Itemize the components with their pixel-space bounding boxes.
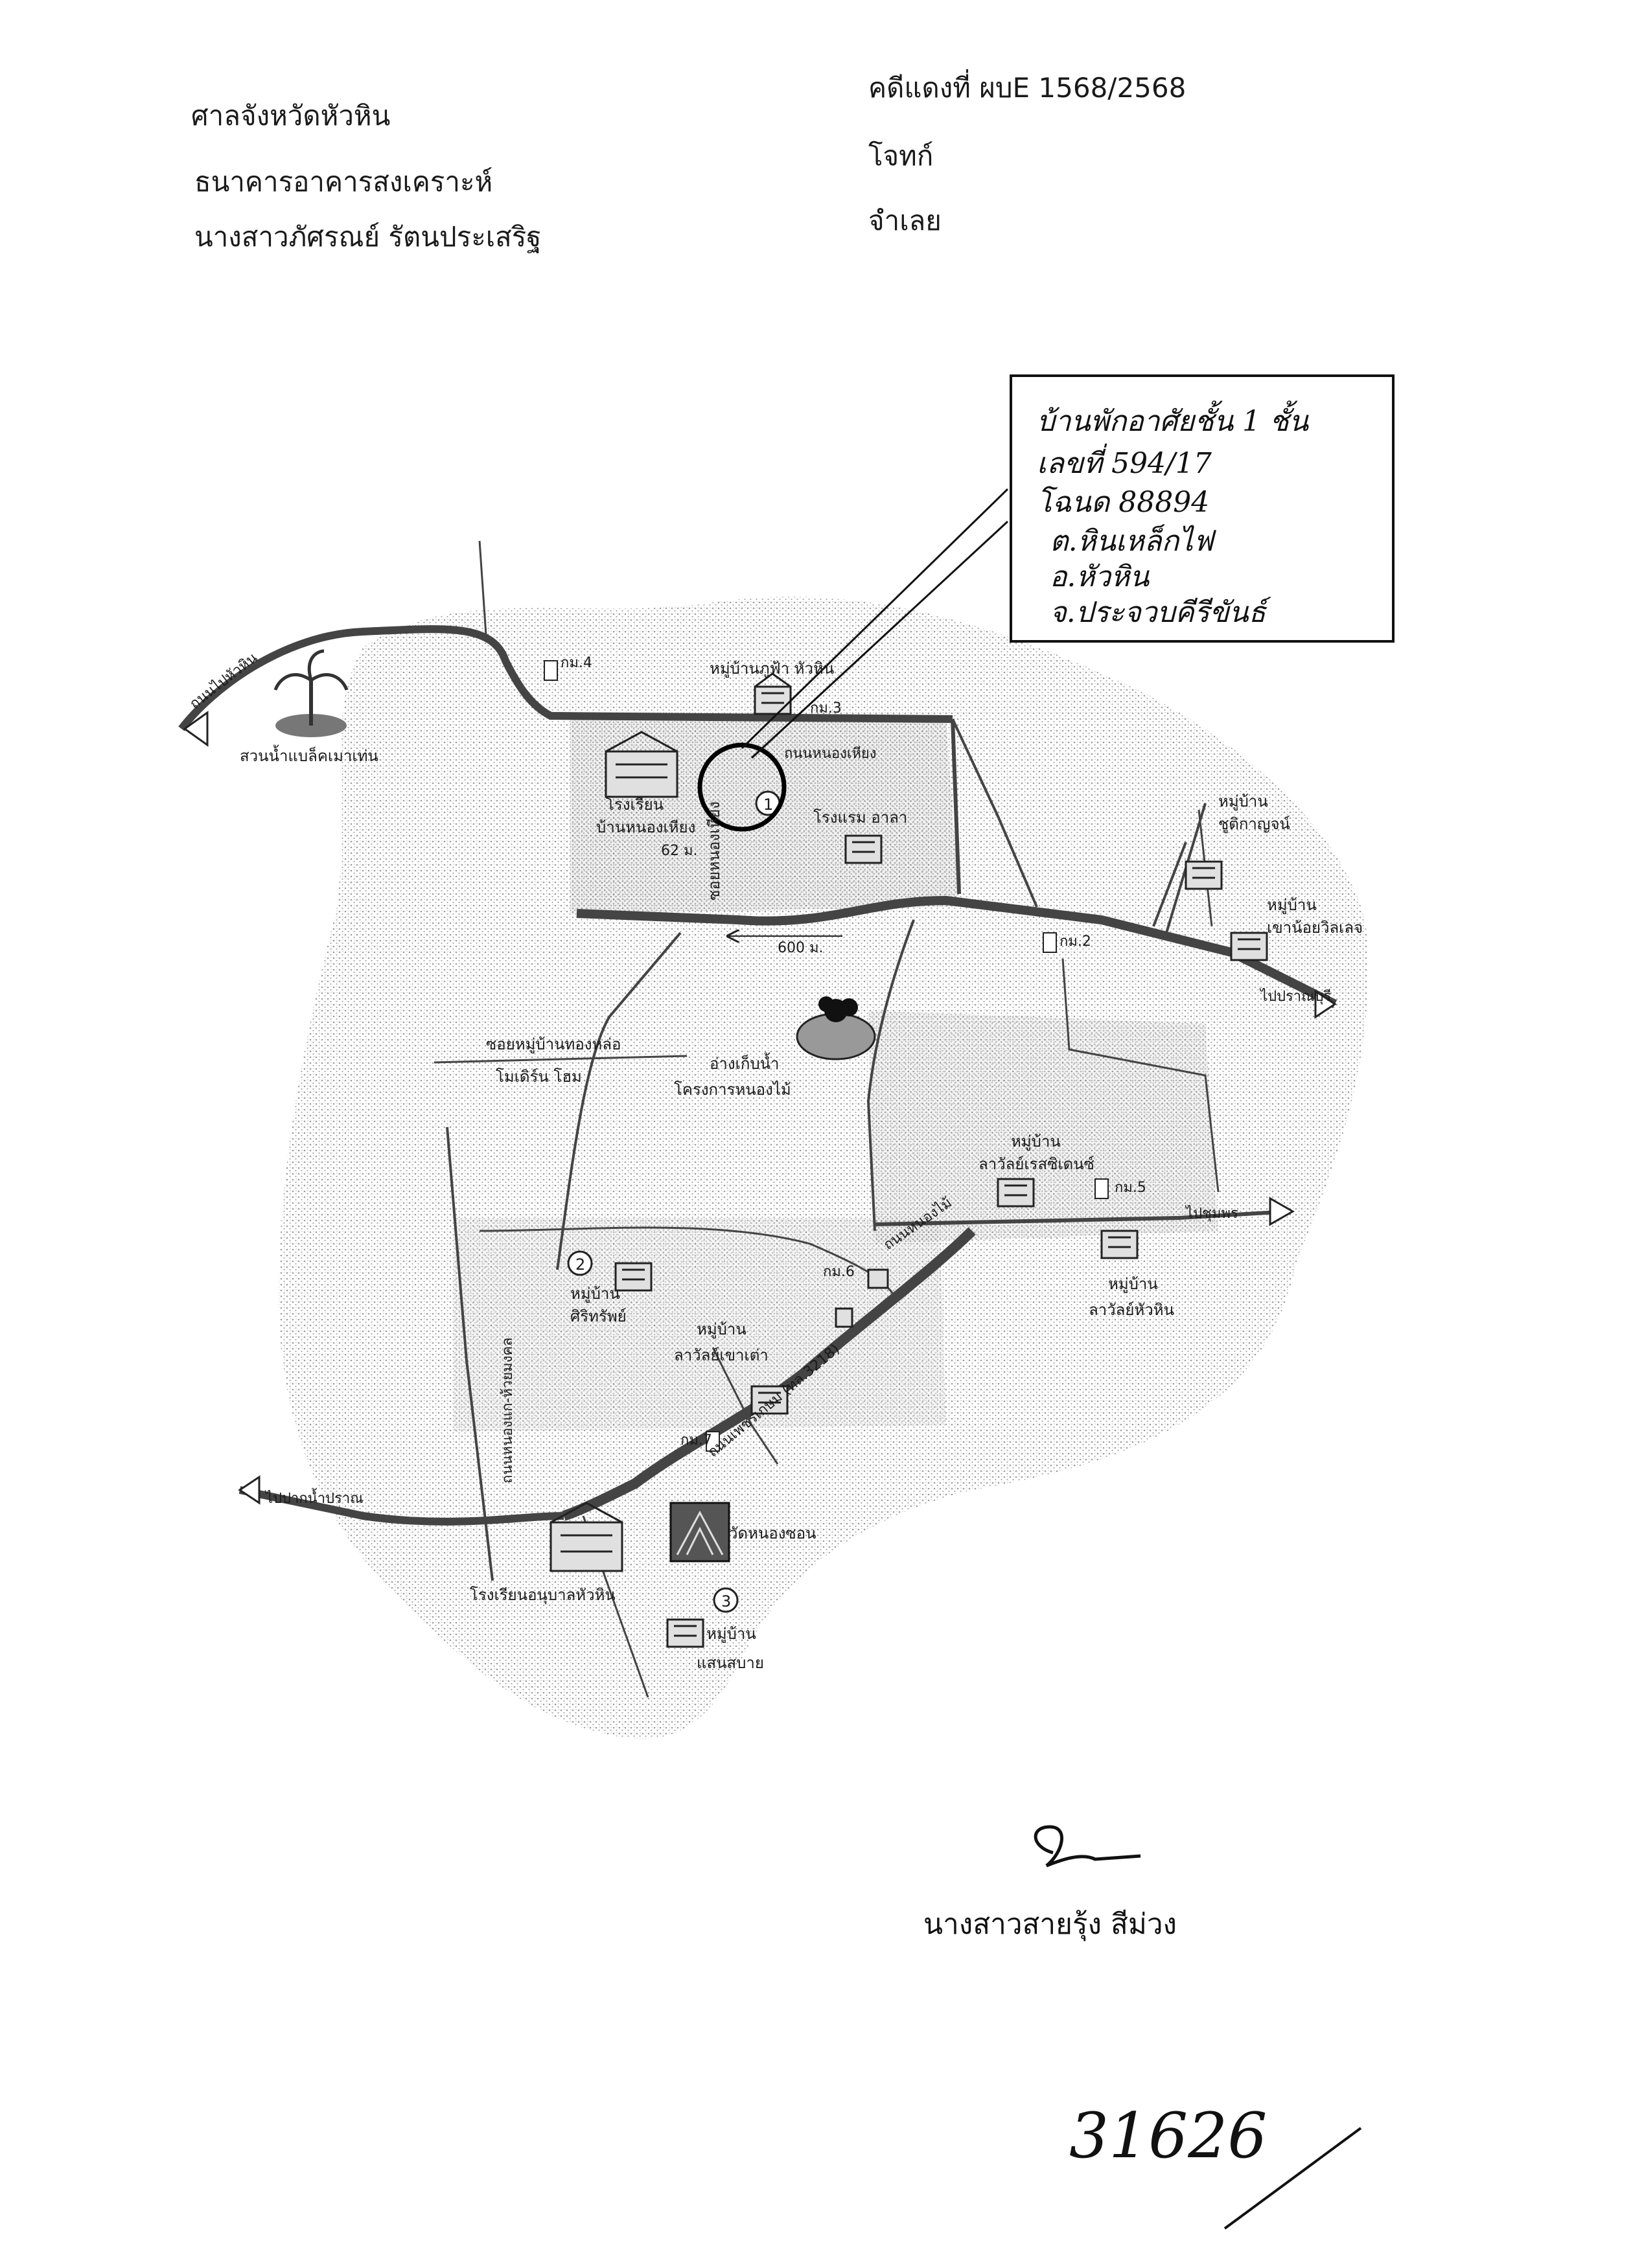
- label-reservoir-2: โครงการหนองไม้: [674, 1081, 791, 1099]
- label-soi-tongyod-1: ซอยหมู่บ้านทองหล่อ: [486, 1035, 621, 1054]
- label-village-khao-2: เขาน้อยวิลเลจ: [1267, 919, 1363, 937]
- label-km7: กม.7: [680, 1432, 712, 1449]
- callout-line-2: เลขที่ 594/17: [1037, 443, 1212, 480]
- label-village-chu-2: ชูติกาญจน์: [1218, 815, 1290, 834]
- signature-mark: [1034, 1825, 1141, 1868]
- label-hotel: โรงแรม อาลา: [813, 808, 907, 827]
- page-number: 31626: [1069, 2100, 1267, 2172]
- label-to-hua-hin: ถนนไปหัวหิน: [187, 649, 260, 712]
- label-village-lavalee-hh-1: หมู่บ้าน: [1108, 1275, 1158, 1294]
- case-number: คดีแดงที่ ผบE 1568/2568: [868, 72, 1187, 104]
- road-to-hua-hin: [178, 625, 953, 731]
- reservoir-icon: [796, 996, 876, 1060]
- callout-leader-lines: [741, 488, 1009, 759]
- label-temple: วัดหนองซอน: [729, 1524, 816, 1542]
- palm-tree-icon: [273, 649, 349, 737]
- label-village-lavalee-khao-2: ลาวัลย์เขาเต่า: [674, 1346, 769, 1364]
- label-road-nongkhiang: ถนนหนองเหียง: [784, 746, 877, 762]
- building-icons: [550, 672, 1268, 1648]
- road-km5: [874, 1209, 1290, 1226]
- village-chu-icon: [1185, 860, 1223, 890]
- village-lavalee-hh-icon: [1100, 1230, 1139, 1259]
- callout-line-1: บ้านพักอาศัยชั้น 1 ชั้น: [1037, 400, 1310, 438]
- road-600m: [576, 895, 1337, 1009]
- page-number-group: 31626: [1069, 2100, 1362, 2230]
- signatory-name: นางสาวสายรุ้ง สีม่วง: [923, 1908, 1177, 1941]
- label-village-siri-1: หมู่บ้าน: [570, 1285, 620, 1303]
- km-post-icons: [544, 660, 1109, 1452]
- village-lavalee-khao-icon: [750, 1385, 789, 1415]
- label-road-soi: ซอยหนองเหียง: [705, 801, 723, 900]
- callout-line-5: อ.หัวหิน: [1050, 560, 1150, 593]
- label-school-bottom: โรงเรียนอนุบาลหัวหิน: [470, 1586, 616, 1605]
- road-soi-tongyod: [434, 1055, 688, 1064]
- village-khao-icon: [1230, 932, 1268, 961]
- road-to-pak-nam-pran: [238, 1486, 564, 1526]
- small-building-icon: [835, 1268, 889, 1328]
- defendant-role: จำเลย: [868, 205, 942, 236]
- label-village-chu-1: หมู่บ้าน: [1218, 792, 1268, 811]
- village-lavalee-icon: [997, 1178, 1035, 1208]
- label-km6: กม.6: [823, 1264, 855, 1280]
- village-huahin-icon: [754, 672, 792, 715]
- label-dist-600m: 600 ม.: [778, 940, 823, 956]
- label-dist-62m: 62 ม.: [661, 843, 697, 859]
- callout-line-4: ต.หินเหล็กไฟ: [1050, 524, 1216, 558]
- label-reservoir-1: อ่างเก็บน้ำ: [710, 1052, 779, 1073]
- label-school-nongkhiang-2: บ้านหนองเหียง: [596, 818, 695, 836]
- road-highway: [562, 1227, 976, 1521]
- label-moo-baan-huahin: หมู่บ้านภูฟ้า หัวหิน: [710, 659, 834, 678]
- plaintiff-role: โจทก์: [868, 140, 934, 172]
- road-km3: [951, 718, 961, 895]
- label-village-saensabai-2: แสนสบาย: [697, 1654, 764, 1672]
- circle-3-label: 3: [721, 1592, 731, 1610]
- label-km4: กม.4: [561, 655, 592, 671]
- label-to-pak-nam-pran: ไปปากน้ำปราณ: [264, 1488, 364, 1507]
- label-village-saensabai-1: หมู่บ้าน: [706, 1625, 756, 1644]
- label-km3: กม.3: [810, 700, 842, 716]
- school-nongkhiang-icon: [605, 731, 678, 798]
- roads: [178, 540, 1337, 1698]
- property-callout-box: บ้านพักอาศัยชั้น 1 ชั้น เลขที่ 594/17 โฉ…: [1010, 374, 1395, 643]
- label-village-lavalee-khao-1: หมู่บ้าน: [697, 1320, 747, 1339]
- court-name: ศาลจังหวัดหัวหิน: [191, 100, 391, 132]
- callout-line-6: จ.ประจวบคีรีขันธ์: [1050, 596, 1271, 629]
- property-location-marker: [697, 742, 787, 832]
- callout-line-3: โฉนด 88894: [1037, 486, 1209, 519]
- circle-1-label: 1: [763, 796, 773, 814]
- label-to-chumphon: ไปชุมพร: [1185, 1205, 1238, 1222]
- defendant-name: นางสาวภัศรณย์ รัตนประเสริฐ: [194, 221, 542, 253]
- temple-icon: [669, 1502, 730, 1563]
- school-bottom-icon: [550, 1502, 623, 1572]
- label-school-nongkhiang-1: โรงเรียน: [606, 796, 664, 814]
- label-to-pranburi: ไปปราณบุรี: [1259, 988, 1332, 1005]
- label-km2: กม.2: [1059, 934, 1091, 950]
- label-village-siri-2: ศิริทรัพย์: [570, 1307, 627, 1325]
- label-village-lavalee-2: ลาวัลย์เรสซิเดนซ์: [978, 1155, 1094, 1173]
- circle-2-label: 2: [575, 1255, 585, 1274]
- label-soi-tongyod-2: โมเดิร์น โฮม: [496, 1068, 582, 1086]
- label-village-lavalee-1: หมู่บ้าน: [1011, 1132, 1061, 1151]
- off-map-arrows: [183, 711, 1337, 1505]
- map-background: [279, 597, 1369, 1739]
- label-water-park: สวนน้ำแบล็คเมาเท่น: [240, 744, 378, 765]
- plaintiff-name: ธนาคารอาคารสงเคราะห์: [194, 166, 493, 198]
- label-village-khao-1: หมู่บ้าน: [1267, 896, 1317, 915]
- hotel-icon: [844, 834, 883, 864]
- village-saensabai-icon: [666, 1618, 704, 1648]
- label-village-lavalee-hh-2: ลาวัลย์หัวหิน: [1089, 1301, 1174, 1319]
- label-km5: กม.5: [1115, 1180, 1146, 1196]
- village-siri-icon: [614, 1262, 653, 1292]
- label-road-nongkhae: ถนนหนองแก-ห้วยมงคล: [500, 1337, 516, 1483]
